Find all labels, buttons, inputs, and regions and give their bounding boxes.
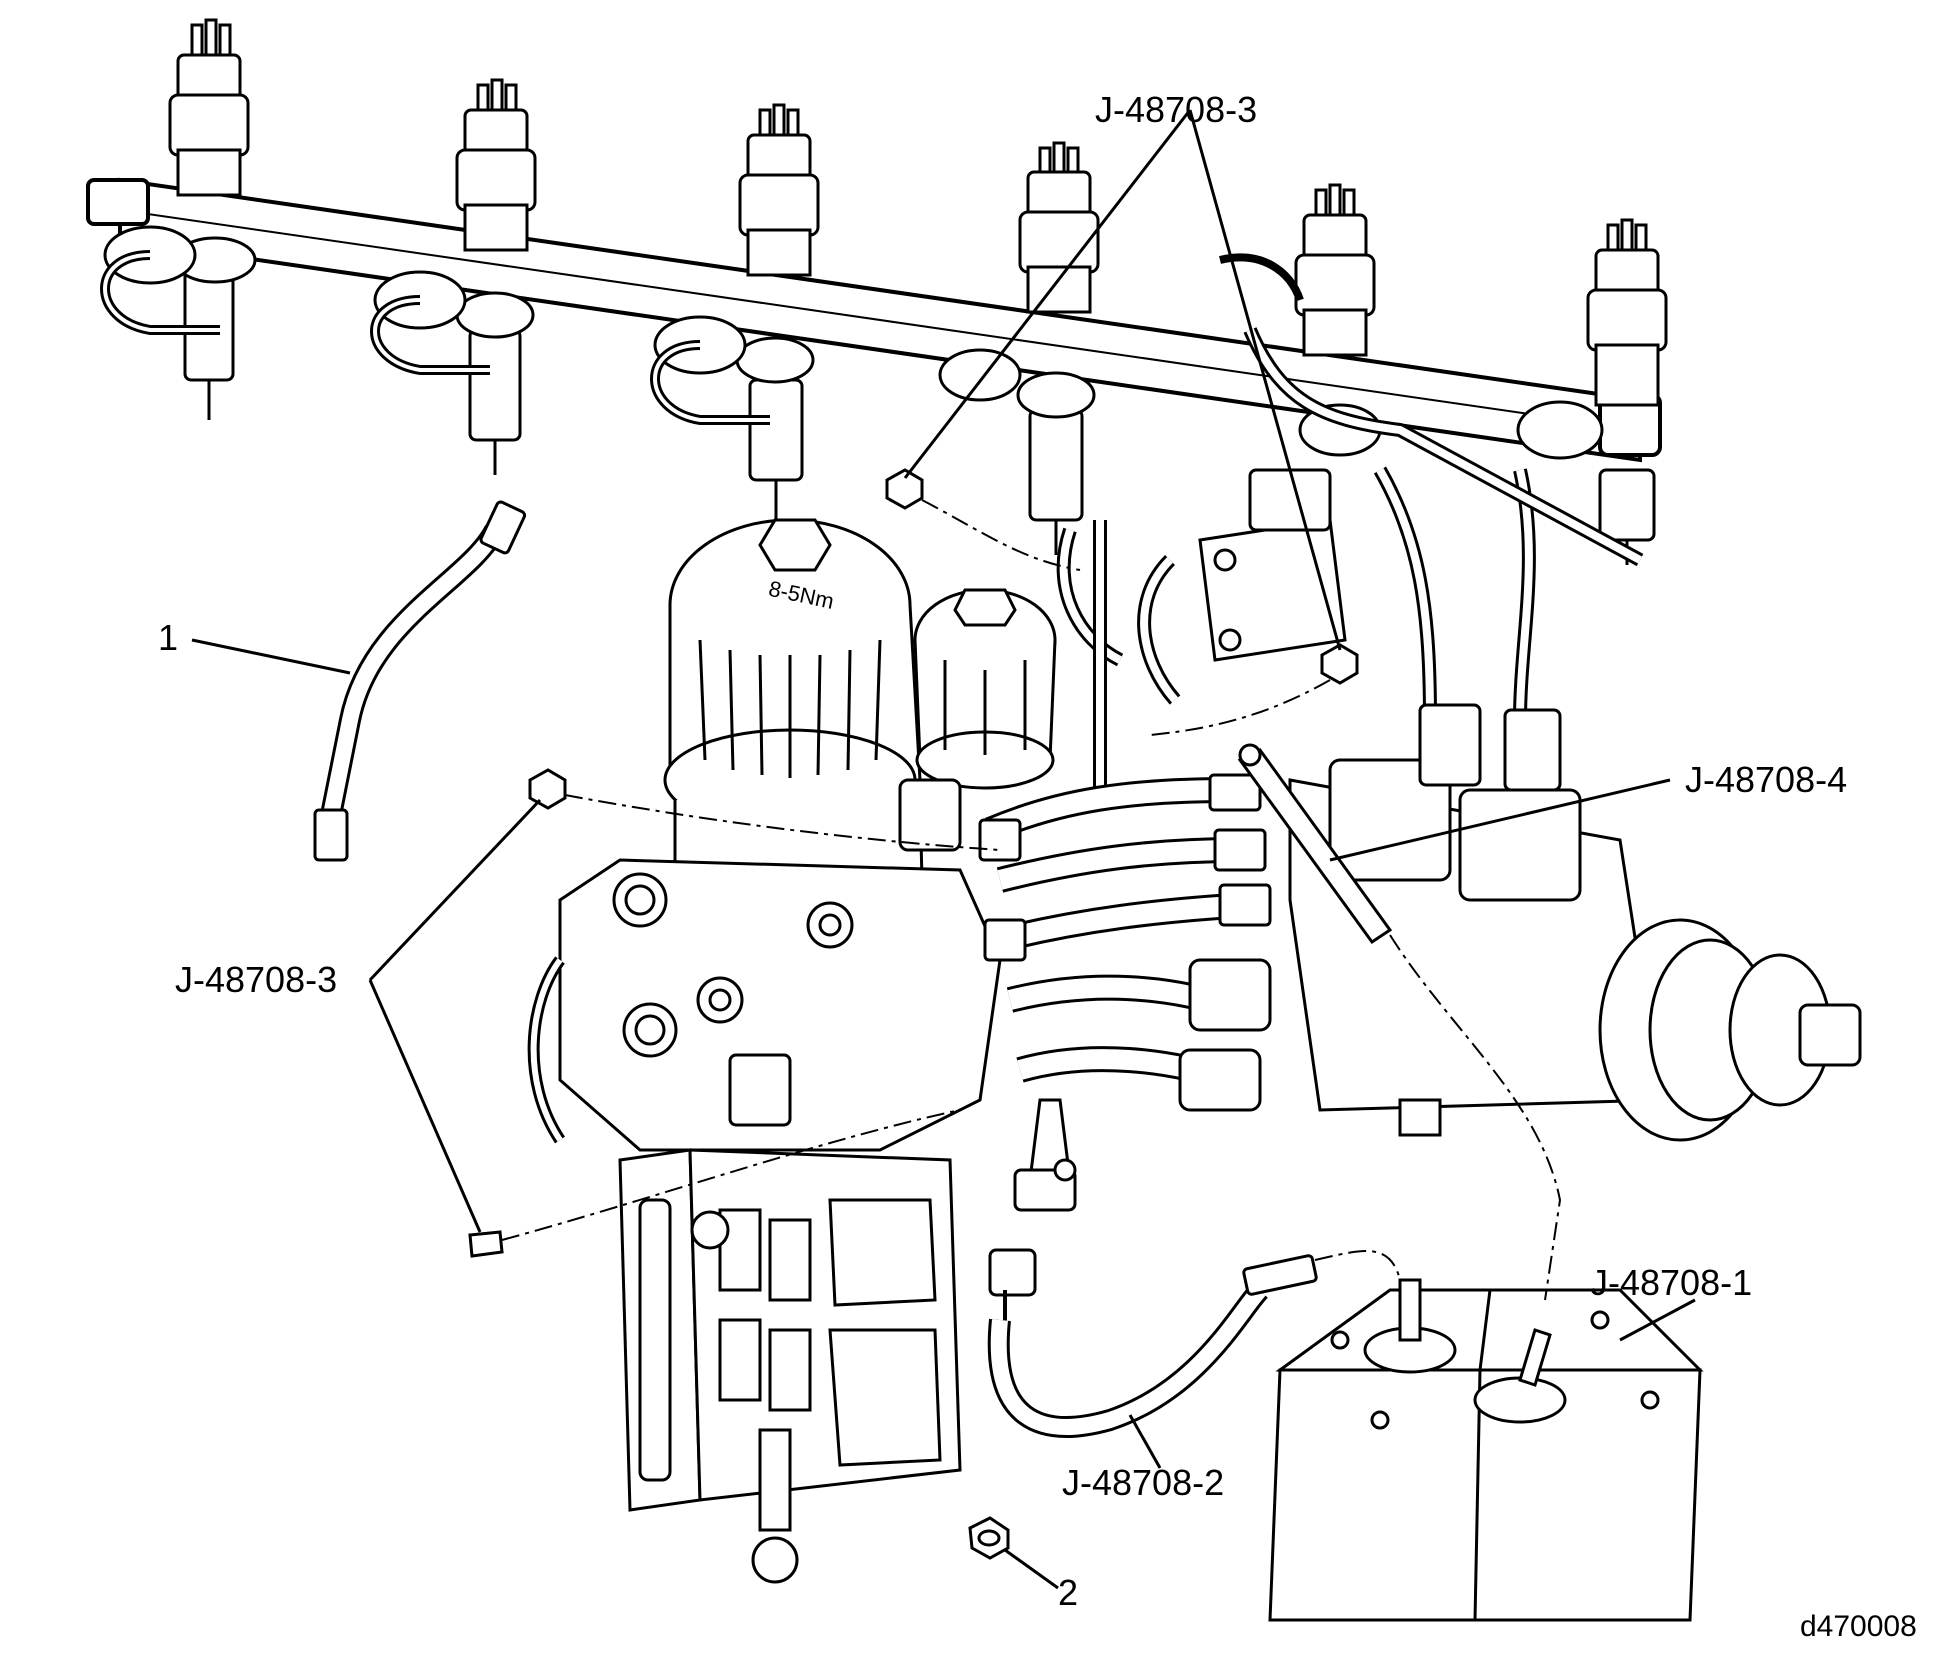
leader-lines (191, 109, 1696, 1590)
hose-fittings (978, 773, 1272, 1112)
leader-j2 (1128, 1414, 1162, 1469)
callout-1-label: 1 (158, 617, 179, 658)
filter-bracket (988, 1098, 1077, 1330)
fuel-manifold-body (527, 778, 1002, 1152)
leader-j3-left-b (368, 979, 482, 1233)
leader-j1 (1619, 1298, 1696, 1342)
part-2-bolt (968, 1516, 1010, 1560)
fuel-lines (1056, 327, 1644, 800)
j-48708-2-label: J-48708-2 (1062, 1462, 1225, 1503)
injector-2 (370, 78, 537, 475)
j-48708-3-left-label: J-48708-3 (175, 959, 338, 1000)
cap-bottom-left (468, 1230, 504, 1258)
cap-top-right (1320, 643, 1359, 685)
cap-top-left (885, 468, 924, 510)
injector-1 (100, 18, 257, 420)
part-1-tube (313, 500, 527, 862)
mounting-bracket (1198, 468, 1347, 662)
ecm-module (618, 1148, 962, 1584)
injector-6 (1516, 218, 1668, 565)
figure-id-label: d470008 (1800, 1610, 1917, 1643)
high-pressure-pump (1288, 703, 1862, 1142)
injector-3 (650, 103, 820, 520)
leader-j3-left-a (368, 798, 542, 982)
leader-j4 (1329, 778, 1671, 862)
leader-j3-top-a (903, 109, 1192, 479)
cap-left (528, 768, 567, 810)
j-48708-2-hose (987, 1254, 1318, 1438)
leader-j3-top-b (1188, 109, 1342, 651)
callout-2-label: 2 (1058, 1572, 1079, 1613)
j-48708-3-top-label: J-48708-3 (1095, 89, 1258, 130)
j-48708-4-adapter (1237, 743, 1393, 945)
secondary-filter (913, 588, 1057, 790)
j-48708-3-caps (468, 468, 1359, 1258)
j-48708-1-reservoir (1268, 1278, 1704, 1622)
j-48708-4-label: J-48708-4 (1685, 759, 1848, 800)
injector-4 (938, 141, 1100, 555)
alignment-lines (501, 499, 1562, 1301)
leader-1 (191, 638, 351, 675)
leader-2 (1004, 1548, 1059, 1590)
j-48708-1-label: J-48708-1 (1590, 1262, 1753, 1303)
